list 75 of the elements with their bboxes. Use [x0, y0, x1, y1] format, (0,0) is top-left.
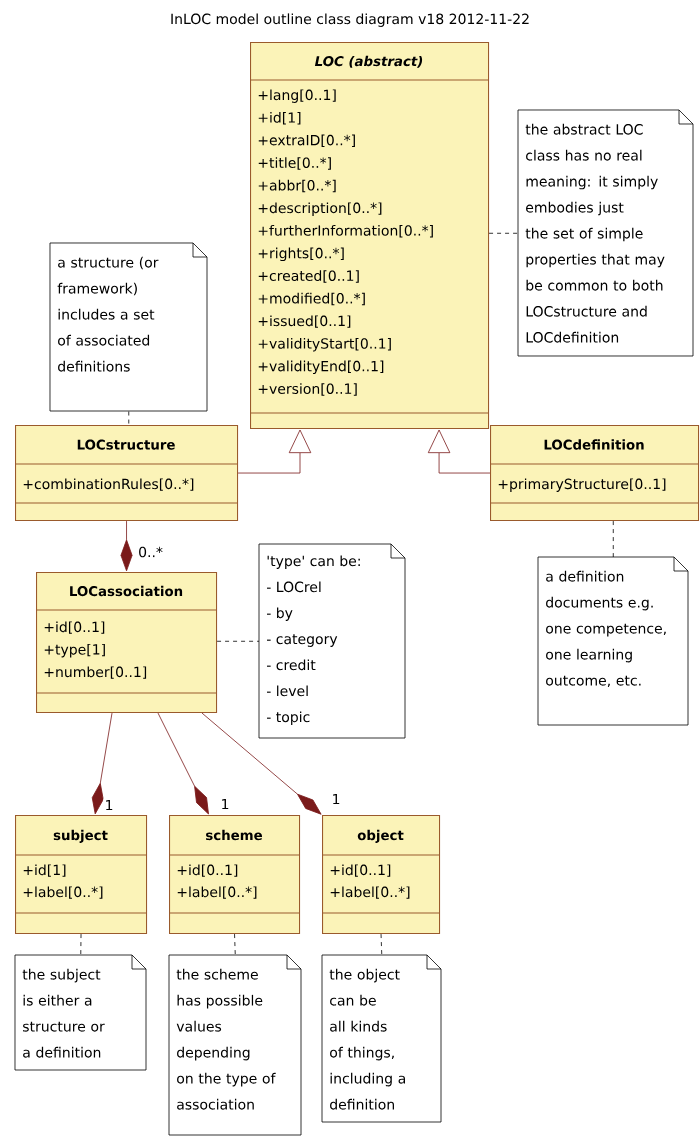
multiplicity-label: 0..*	[136, 545, 165, 559]
note-text: the subject is either a structure or a definition	[22, 968, 105, 1058]
class-name: LOCstructure	[77, 439, 175, 450]
note-connector	[234, 933, 236, 956]
note-connector	[380, 933, 383, 956]
class-name: subject	[53, 829, 108, 843]
attribute-text: +version[0..1]	[258, 383, 357, 396]
class-box	[14, 425, 239, 522]
attribute-text: +title[0..*]	[258, 157, 331, 170]
class-box	[321, 815, 441, 935]
composition-line	[201, 712, 322, 815]
attribute-text: +id[1]	[23, 864, 66, 877]
class-box	[35, 572, 218, 714]
attribute-text: +validityStart[0..1]	[258, 338, 391, 352]
attribute-text: +combinationRules[0..*]	[23, 478, 194, 491]
note-text: - category	[266, 634, 338, 647]
attribute-text: +created[0..1]	[258, 270, 359, 283]
note-text: a structure (or framework) includes a set of associated definitions	[57, 256, 159, 372]
note-text: the abstract LOC class has no real meaning: it simply embodies just the set of simple properties that may be common to both LOCstructure and LOCdefinition	[525, 123, 665, 343]
note-text: a definition documents e.g. one competence, one learning outcome, etc.	[546, 570, 666, 688]
attribute-text: +extraID[0..*]	[258, 134, 355, 148]
note-box	[517, 109, 694, 357]
class-name: LOCdefinition	[544, 439, 644, 450]
attribute-text: +abbr[0..*]	[258, 179, 336, 193]
note-text: - credit	[266, 659, 316, 671]
attribute-text: +label[0..*]	[177, 886, 257, 899]
class-name: LOC (abstract)	[314, 55, 423, 68]
multiplicity-label: 1	[103, 798, 115, 812]
attribute-text: +description[0..*]	[258, 202, 382, 216]
attribute-text: +label[0..*]	[23, 886, 103, 899]
multiplicity-label: 1	[330, 792, 342, 806]
composition-line	[120, 520, 133, 572]
note-box	[168, 954, 302, 1136]
class-name: LOCassociation	[70, 585, 183, 597]
note-text: the scheme has possible values depending on the type of association	[176, 968, 276, 1110]
note-connector	[128, 411, 130, 426]
class-box	[249, 42, 490, 430]
note-connector	[488, 232, 519, 234]
attribute-text: +id[1]	[258, 112, 301, 125]
attribute-text: +primaryStructure[0..1]	[498, 478, 666, 492]
generalization-arrow	[237, 429, 312, 474]
attribute-text: +id[0..1]	[44, 621, 105, 634]
composition-line	[157, 712, 209, 815]
note-box	[49, 242, 208, 412]
attribute-text: +id[0..1]	[330, 864, 391, 877]
note-text: the object can be all kinds of things, including a definition	[329, 968, 405, 1110]
attribute-text: +type[1]	[44, 643, 105, 658]
class-name: scheme	[206, 829, 262, 841]
multiplicity-label: 1	[219, 797, 231, 811]
class-box	[168, 815, 301, 935]
attribute-text: +issued[0..1]	[258, 315, 351, 328]
attribute-text: +validityEnd[0..1]	[258, 360, 384, 375]
attribute-text: +number[0..1]	[44, 666, 147, 679]
attribute-text: +rights[0..*]	[258, 247, 344, 262]
class-box	[489, 425, 700, 522]
note-text: - by	[266, 607, 293, 621]
note-box	[321, 954, 442, 1123]
attribute-text: +label[0..*]	[330, 886, 410, 899]
attribute-text: +id[0..1]	[177, 864, 238, 877]
class-box	[14, 815, 148, 935]
note-connector	[80, 933, 82, 956]
note-box	[537, 556, 689, 726]
note-text: - topic	[266, 711, 310, 725]
note-text: 'type' can be:	[267, 555, 360, 569]
class-name: object	[357, 829, 404, 843]
diagram-title: InLOC model outline class diagram v18 2012-11-22	[171, 13, 529, 27]
generalization-arrow	[427, 429, 491, 474]
attribute-text: +furtherInformation[0..*]	[258, 225, 433, 238]
note-box	[14, 954, 147, 1071]
attribute-text: +modified[0..*]	[258, 292, 365, 306]
composition-line	[91, 712, 113, 815]
note-text: - LOCrel	[266, 581, 321, 593]
attribute-text: +lang[0..1]	[258, 89, 336, 103]
note-text: - level	[266, 685, 308, 697]
note-box	[258, 543, 406, 739]
